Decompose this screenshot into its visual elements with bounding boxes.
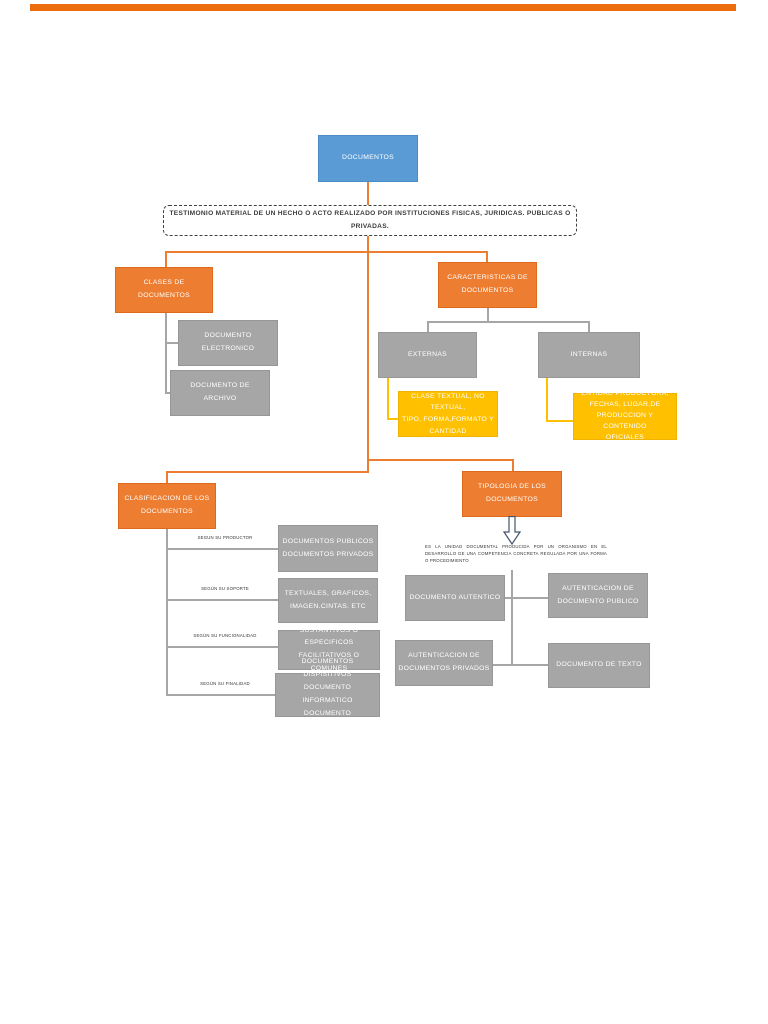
node-autenticacion-publico: AUTENTICACION DE DOCUMENTO PUBLICO — [548, 573, 648, 618]
node-dispositivos-informatico-testimoniales: DOCUMENTOS DISPISITIVOS DOCUMENTO INFORM… — [275, 658, 380, 730]
connector-externas-detail-h — [387, 418, 398, 420]
connector-tipologia-rail — [511, 570, 513, 665]
criterion-label-soporte: SEGÚN SU SOPORTE — [201, 586, 249, 591]
node-documento-autentico: DOCUMENTO AUTENTICO — [405, 575, 505, 621]
criterion-label-productor: SEGUN SU PRODUCTOR — [197, 535, 253, 540]
connector-to-externas — [427, 321, 429, 332]
node-caracteristicas: CARACTERISTICAS DE DOCUMENTOS — [438, 262, 537, 308]
connector-lower-left — [166, 471, 369, 473]
connector-internas-detail-h — [546, 420, 573, 422]
connector-clasif-rung3 — [166, 646, 278, 648]
definition-callout: TESTIMONIO MATERIAL DE UN HECHO O ACTO R… — [163, 205, 577, 236]
connector-to-clasificacion — [166, 471, 168, 484]
connector-carac-spread — [427, 321, 589, 323]
node-internas: INTERNAS — [538, 332, 640, 378]
connector-upper-branch — [165, 251, 488, 253]
criterion-label-finalidad: SEGÚN SU FINALIDAD — [200, 681, 250, 686]
node-sustantivos-facilitativos: SUSTANTIVOS O ESPECIFICOS FACILITATIVOS … — [278, 627, 380, 672]
connector-clasif-rung1 — [166, 548, 278, 550]
connector-to-clases — [165, 251, 167, 268]
tipologia-definition: ES LA UNIDAD DOCUMENTAL PRODUCIDA POR UN… — [425, 544, 607, 563]
connector-to-internas — [588, 321, 590, 332]
node-tipologia: TIPOLOGIA DE LOS DOCUMENTOS — [462, 471, 562, 517]
connector-trunk — [367, 182, 369, 473]
connector-clases-stub1 — [165, 342, 178, 344]
top-progress-bar — [30, 4, 736, 11]
connector-internas-detail-v — [546, 378, 548, 422]
connector-clasif-rung4 — [166, 694, 275, 696]
connector-to-caracteristicas — [486, 251, 488, 263]
connector-to-tipologia — [512, 459, 514, 472]
connector-carac-down — [487, 308, 489, 322]
node-textuales-graficos: TEXTUALES, GRAFICOS, IMAGEN.CINTAS. ETC — [278, 578, 378, 623]
node-documentos-root: DOCUMENTOS — [318, 135, 418, 182]
node-externas-detail: CLASE TEXTUAL, NO TEXTUAL, TIPO, FORMA,F… — [398, 391, 498, 437]
connector-externas-detail-v — [387, 378, 389, 420]
node-clasificacion: CLASIFICACION DE LOS DOCUMENTOS — [118, 483, 216, 529]
node-documento-de-archivo: DOCUMENTO DE ARCHIVO — [170, 370, 270, 416]
connector-clases-rail — [165, 313, 167, 393]
node-externas: EXTERNAS — [378, 332, 477, 378]
node-publicos-privados: DOCUMENTOS PUBLICOS DOCUMENTOS PRIVADOS — [278, 525, 378, 572]
connector-lower-right — [368, 459, 514, 461]
down-arrow-icon — [502, 515, 522, 550]
node-documento-electronico: DOCUMENTO ELECTRONICO — [178, 320, 278, 366]
node-internas-detail: ENTIDAD PRODUCTORA, FECHAS, LUGAR,DE PRO… — [573, 390, 677, 441]
node-documento-de-texto: DOCUMENTO DE TEXTO — [548, 643, 650, 688]
criterion-label-funcionalidad: SEGÚN SU FUNCIONALIDAD — [193, 633, 257, 638]
connector-clasif-rung2 — [166, 599, 278, 601]
connector-clasif-rail — [166, 529, 168, 695]
node-autenticacion-privados: AUTENTICACION DE DOCUMENTOS PRIVADOS — [395, 640, 493, 686]
connector-tipologia-stub2 — [493, 664, 548, 666]
connector-tipologia-stub1 — [505, 597, 548, 599]
connector-clases-stub2 — [165, 392, 171, 394]
node-clases-de-documentos: CLASES DE DOCUMENTOS — [115, 267, 213, 313]
